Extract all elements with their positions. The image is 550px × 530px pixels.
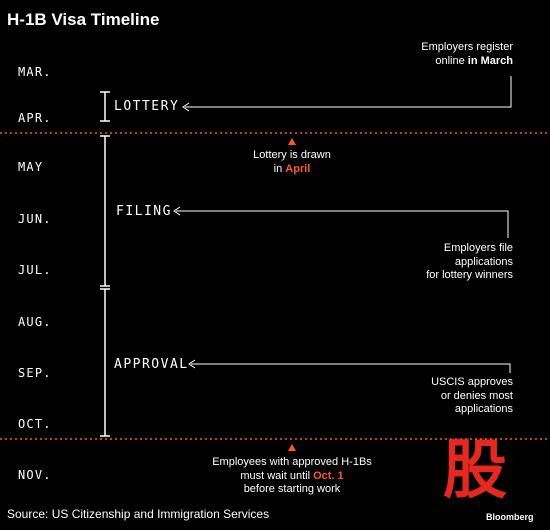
- register-connector: [185, 76, 512, 108]
- note-lottery-drawn: Lottery is drawn in April: [232, 149, 352, 176]
- lottery-drawn-marker: [288, 138, 296, 145]
- month-label-oct: OCT.: [18, 417, 52, 431]
- month-label-aug: AUG.: [18, 315, 52, 329]
- october-marker: [288, 444, 296, 451]
- approve-arrowhead: [188, 359, 196, 369]
- note-approve-line1: USCIS approves: [431, 376, 513, 388]
- phase-label-filing: FILING: [116, 204, 172, 219]
- month-label-nov: NOV.: [18, 468, 52, 482]
- month-label-jul: JUL.: [18, 263, 52, 277]
- month-label-sep: SEP.: [18, 366, 52, 380]
- note-register: Employers register online in March: [421, 41, 513, 68]
- register-arrowhead: [182, 102, 190, 112]
- note-file-line3: for lottery winners: [426, 269, 513, 281]
- month-label-may: MAY: [18, 160, 44, 174]
- file-connector: [176, 210, 509, 238]
- brand-logo: Bloomberg: [486, 512, 534, 522]
- note-drawn-line1: Lottery is drawn: [253, 149, 331, 161]
- note-approve-line2: or denies most: [440, 389, 513, 402]
- month-label-apr: APR.: [18, 111, 52, 125]
- phase-label-lottery: LOTTERY: [114, 99, 180, 114]
- note-wait-until-oct: Employees with approved H-1Bs must wait …: [192, 456, 392, 497]
- note-file-line2: applications: [454, 255, 513, 268]
- file-arrowhead: [173, 206, 181, 216]
- note-wait-line2: must wait until Oct. 1: [240, 469, 344, 482]
- note-approve-line3: applications: [454, 403, 513, 415]
- note-wait-line1: Employees with approved H-1Bs: [212, 456, 372, 468]
- note-wait-line3: before starting work: [243, 483, 341, 495]
- month-label-jun: JUN.: [18, 212, 52, 226]
- source-note: Source: US Citizenship and Immigration S…: [7, 507, 270, 521]
- note-employers-file: Employers file applications for lottery …: [426, 242, 513, 283]
- chart-title: H-1B Visa Timeline: [7, 10, 160, 29]
- note-uscis-approves: USCIS approves or denies most applicatio…: [431, 376, 513, 417]
- approve-connector: [191, 363, 511, 373]
- note-register-line2: online in March: [435, 54, 513, 67]
- note-drawn-line2: in April: [273, 162, 311, 175]
- phase-label-approval: APPROVAL: [114, 357, 189, 372]
- note-register-line1: Employers register: [421, 41, 513, 53]
- month-label-mar: MAR.: [18, 65, 52, 79]
- note-file-line1: Employers file: [443, 242, 513, 254]
- watermark-glyph: 股: [443, 434, 507, 508]
